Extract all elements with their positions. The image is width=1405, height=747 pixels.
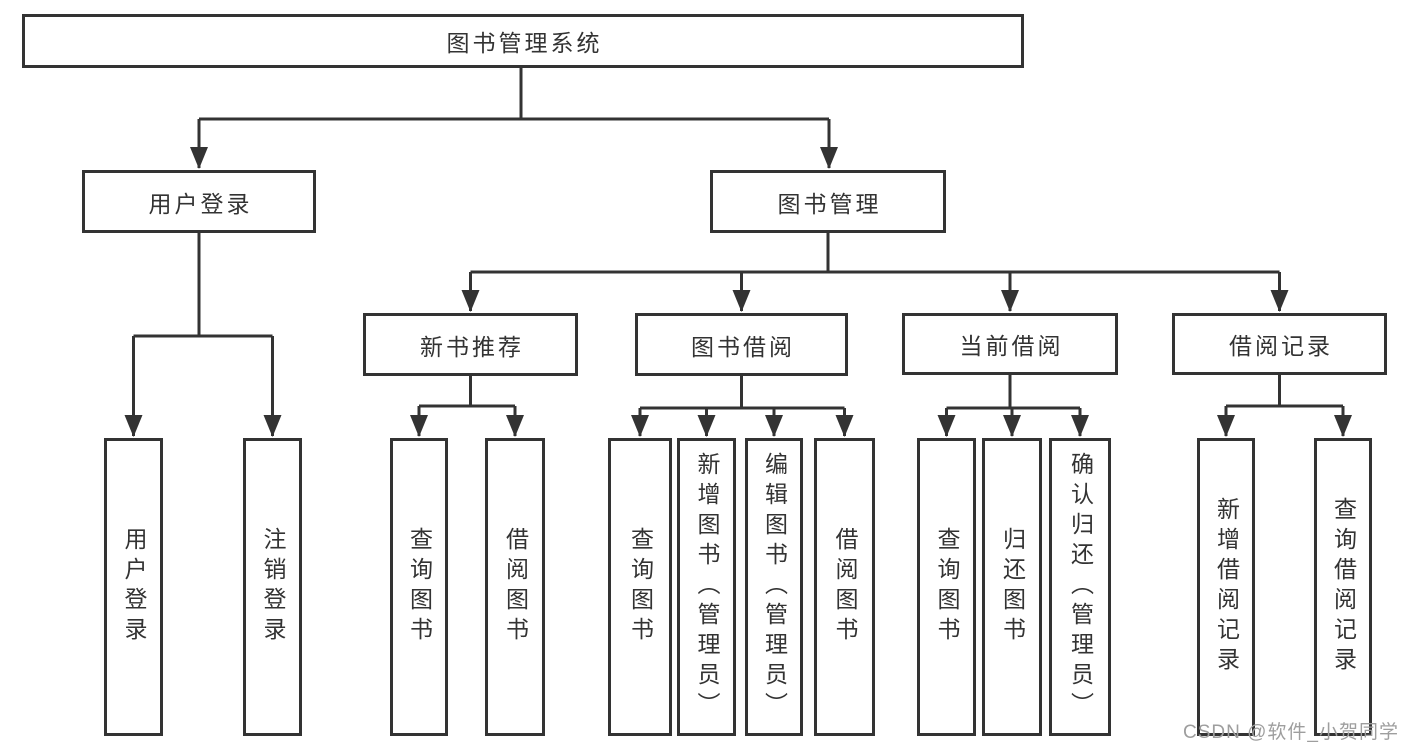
leaf-return-books: 归还图书	[982, 438, 1042, 736]
csdn-watermark: CSDN @软件_小贺同学	[1183, 722, 1399, 743]
leaf-user-login: 用户登录	[104, 438, 163, 736]
leaf-logout: 注销登录	[243, 438, 302, 736]
leaf-query-books-recommend: 查询图书	[390, 438, 448, 736]
connector-newbook-trunk	[419, 376, 515, 408]
connector-borrow-trunk	[640, 376, 845, 410]
leaf-edit-books-admin: 编辑图书（管理员）	[745, 438, 803, 736]
leaf-borrow-books-recommend: 借阅图书	[485, 438, 545, 736]
node-book-management-module: 图书管理	[710, 170, 946, 233]
connector-current-trunk	[946, 375, 1080, 410]
leaf-query-books-current: 查询图书	[917, 438, 976, 736]
leaf-query-borrow-record: 查询借阅记录	[1314, 438, 1372, 736]
leaf-borrow-books: 借阅图书	[814, 438, 875, 736]
node-current-borrowing: 当前借阅	[902, 313, 1118, 375]
connector-bookmgmt-trunk	[470, 233, 1280, 274]
node-root-library-system: 图书管理系统	[22, 14, 1024, 68]
node-user-login-module: 用户登录	[82, 170, 316, 233]
node-book-borrowing: 图书借阅	[635, 313, 848, 376]
leaf-add-books-admin: 新增图书（管理员）	[677, 438, 736, 736]
leaf-query-books-borrowing: 查询图书	[608, 438, 672, 736]
connector-userlogin-trunk	[133, 233, 273, 338]
connector-records-trunk	[1226, 375, 1343, 408]
leaf-confirm-return-admin: 确认归还（管理员）	[1049, 438, 1111, 736]
leaf-add-borrow-record: 新增借阅记录	[1197, 438, 1255, 736]
node-new-book-recommend: 新书推荐	[363, 313, 578, 376]
connector-root-trunk	[199, 68, 829, 121]
node-borrowing-records: 借阅记录	[1172, 313, 1387, 375]
